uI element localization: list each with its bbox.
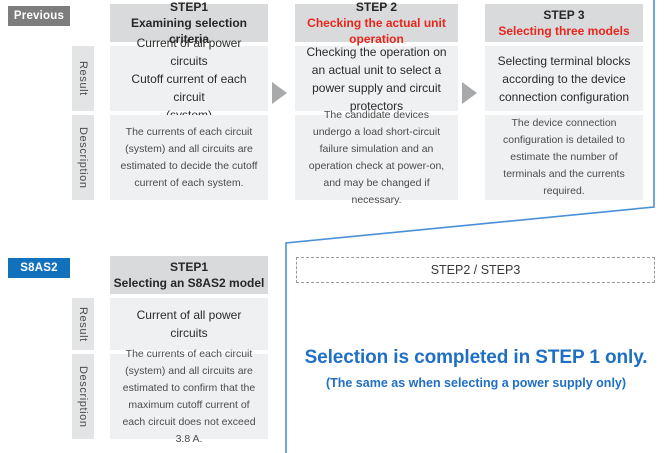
step-description-previous-3: The device connection configuration is d…: [485, 115, 643, 200]
step-description-previous-3-text: The device connection configuration is d…: [503, 117, 625, 197]
step-description-new-1-text: The currents of each circuit (system) an…: [122, 347, 256, 445]
conclusion-sub-text: (The same as when selecting a power supp…: [325, 375, 627, 390]
row-label-description-previous-text: Description: [77, 126, 89, 189]
badge-s8as2: S8AS2: [8, 258, 70, 278]
step-title-previous-1: Examining selection criteria: [130, 15, 248, 47]
arrow-right-icon-previous-2: [462, 82, 477, 104]
step-header-previous-2: STEP 2 Checking the actual unit operatio…: [295, 0, 458, 46]
step-result-new-1: Current of all power circuits: [110, 298, 268, 350]
step-header-new-1: STEP1 Selecting an S8AS2 model: [110, 256, 268, 294]
step-result-new-1-text: Current of all power circuits: [136, 308, 242, 340]
badge-s8as2-label: S8AS2: [20, 262, 58, 274]
skipped-steps-label: STEP2 / STEP3: [430, 263, 521, 277]
row-label-result-new-text: Result: [77, 306, 89, 342]
step-result-previous-2-text: Checking the operation on an actual unit…: [306, 44, 447, 113]
step-result-previous-3: Selecting terminal blocks according to t…: [485, 46, 643, 111]
step-header-previous-3: STEP 3 Selecting three models: [485, 4, 643, 42]
row-label-description-new: Description: [72, 354, 94, 439]
row-label-result-previous: Result: [72, 46, 94, 111]
step-title-previous-3: Selecting three models: [498, 24, 630, 38]
step-description-previous-2: The candidate devices undergo a load sho…: [295, 109, 458, 206]
conclusion-block: Selection is completed in STEP 1 only. (…: [296, 345, 656, 393]
badge-previous: Previous: [8, 6, 70, 26]
arrow-right-icon-previous-1: [272, 82, 287, 104]
step-result-previous-1: Current of all power circuits Cutoff cur…: [110, 36, 268, 122]
step-number-previous-3: STEP 3: [543, 7, 585, 22]
step-description-previous-1-text: The currents of each circuit (system) an…: [120, 125, 258, 189]
step-header-previous-1: STEP1 Examining selection criteria: [110, 0, 268, 46]
step-result-previous-2: Checking the operation on an actual unit…: [295, 45, 458, 113]
step-number-new-1: STEP1: [169, 259, 208, 274]
step-result-previous-3-text: Selecting terminal blocks according to t…: [497, 53, 631, 104]
badge-previous-label: Previous: [13, 10, 65, 22]
row-label-description-previous: Description: [72, 115, 94, 200]
conclusion-main-text: Selection is completed in STEP 1 only.: [304, 347, 648, 368]
step-result-previous-1-text: Current of all power circuits Cutoff cur…: [131, 35, 247, 122]
step-number-previous-2: STEP 2: [355, 0, 398, 14]
skipped-steps-box: STEP2 / STEP3: [296, 257, 655, 283]
step-description-previous-2-text: The candidate devices undergo a load sho…: [308, 108, 445, 206]
step-description-previous-1: The currents of each circuit (system) an…: [110, 115, 268, 200]
step-title-previous-2: Checking the actual unit operation: [307, 15, 446, 47]
step-title-new-1: Selecting an S8AS2 model: [113, 276, 265, 290]
row-label-result-previous-text: Result: [77, 61, 89, 96]
step-number-previous-1: STEP1: [169, 0, 208, 14]
row-label-result-new: Result: [72, 298, 94, 350]
step-description-new-1: The currents of each circuit (system) an…: [110, 348, 268, 445]
row-label-description-new-text: Description: [77, 365, 89, 428]
